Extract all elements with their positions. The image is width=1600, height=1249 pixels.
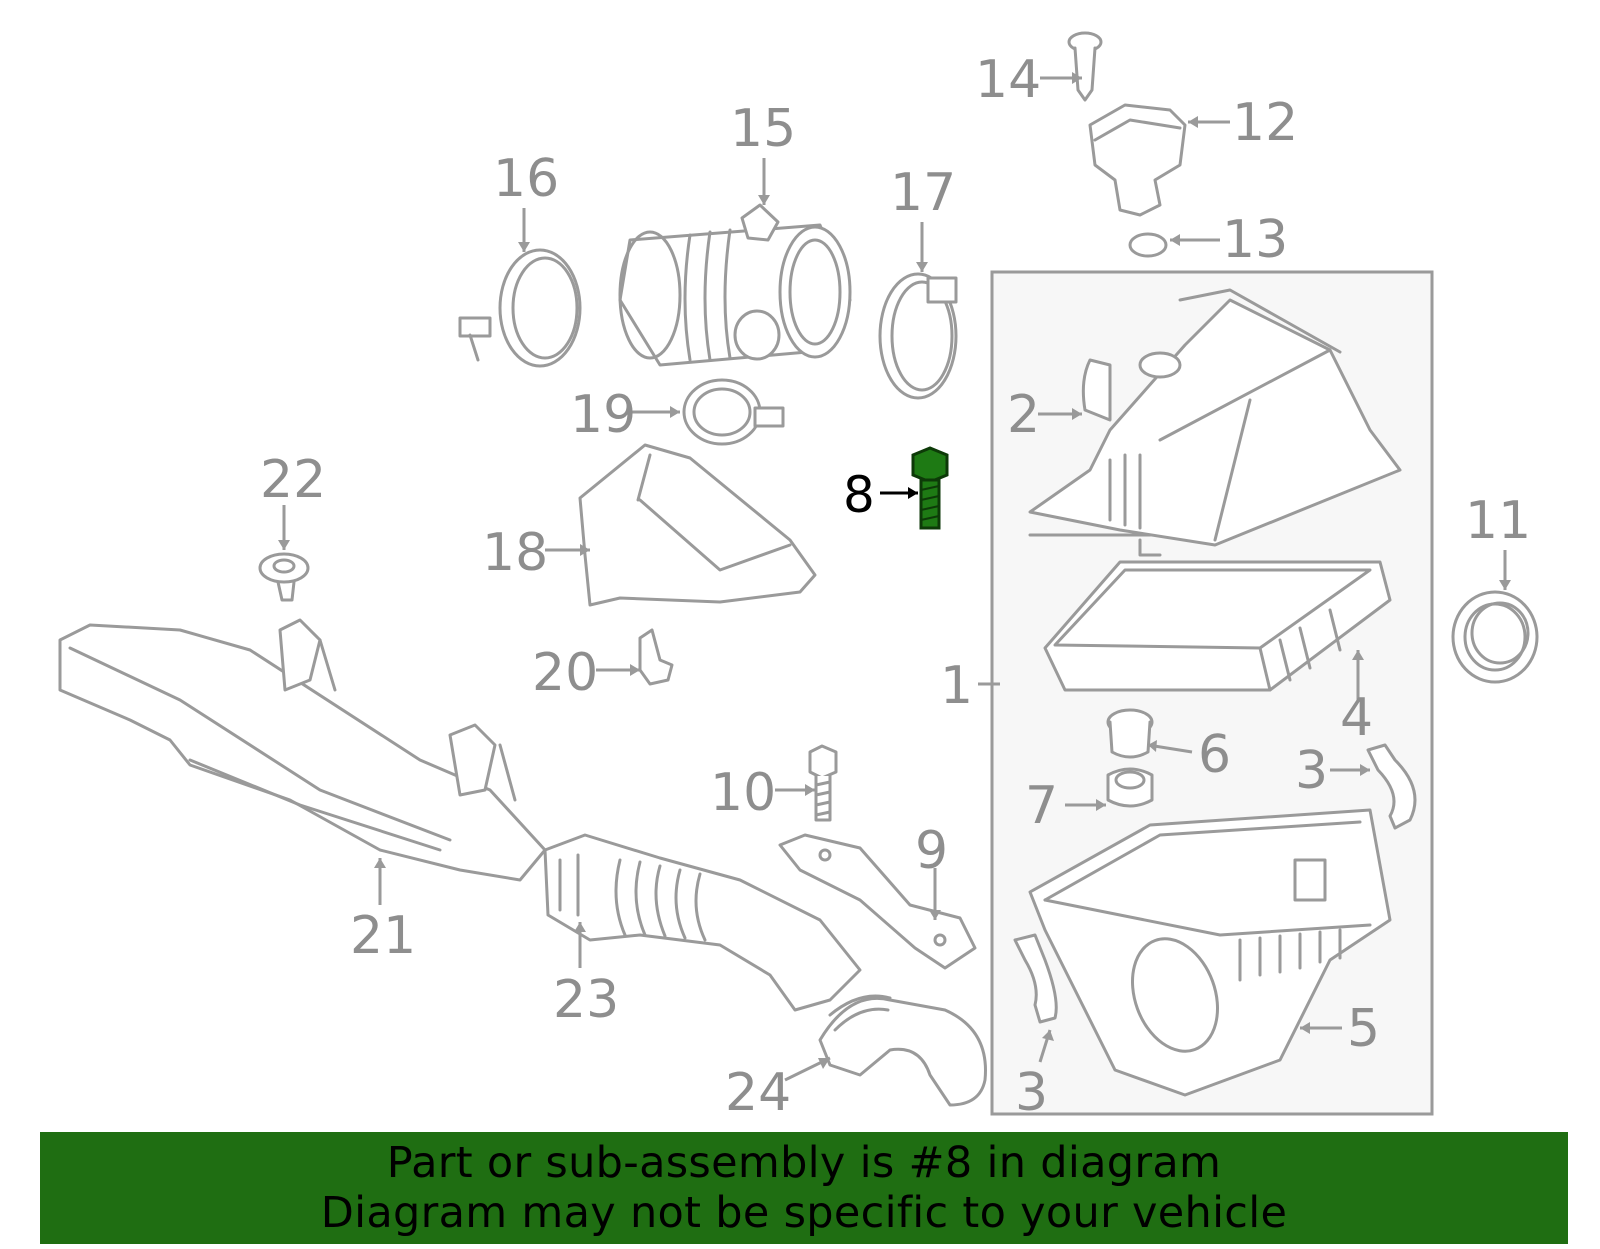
- callout-23: 23: [553, 970, 619, 1030]
- part-2-upper-housing[interactable]: [1028, 288, 1402, 557]
- part-17-hose-clamp[interactable]: [878, 272, 958, 400]
- callout-17: 17: [890, 163, 956, 223]
- callout-8: 8: [843, 466, 875, 524]
- part-3-clamp-lower[interactable]: [1013, 933, 1058, 1024]
- part-11-seal-ring[interactable]: [1451, 590, 1539, 684]
- part-24-intake-elbow[interactable]: [818, 994, 987, 1107]
- callout-21: 21: [350, 906, 416, 966]
- part-16-hose-clamp[interactable]: [458, 248, 582, 368]
- callout-22: 22: [260, 450, 326, 510]
- callout-24: 24: [725, 1063, 791, 1123]
- part-9-bracket[interactable]: [778, 833, 977, 970]
- part-14-screw[interactable]: [1067, 31, 1103, 102]
- part-8-bolt-highlighted[interactable]: [911, 446, 949, 530]
- callout-16: 16: [493, 149, 559, 209]
- part-23-intake-hose[interactable]: [543, 833, 862, 1012]
- callout-7: 7: [1025, 776, 1058, 836]
- callout-labels: 1 2 3 3 4 5 6 7 8 9 10 11 12 13 14 15 16…: [260, 50, 1531, 1123]
- callout-1: 1: [940, 656, 973, 716]
- callout-2: 2: [1007, 385, 1040, 445]
- parts-diagram: 1 2 3 3 4 5 6 7 8 9 10 11 12 13 14 15 16…: [58, 31, 1539, 1123]
- callout-12: 12: [1232, 93, 1298, 153]
- callout-3-upper: 3: [1295, 741, 1328, 801]
- banner-line-2: Diagram may not be specific to your vehi…: [320, 1188, 1288, 1238]
- callout-20: 20: [532, 643, 598, 703]
- callout-3-lower: 3: [1015, 1063, 1048, 1123]
- part-13-o-ring[interactable]: [1128, 232, 1168, 258]
- callout-18: 18: [482, 523, 548, 583]
- callout-11: 11: [1465, 491, 1531, 551]
- part-20-push-pin[interactable]: [638, 628, 674, 686]
- part-5-lower-housing[interactable]: [1028, 808, 1392, 1097]
- part-21-intake-duct[interactable]: [58, 618, 547, 882]
- callout-19: 19: [570, 385, 636, 445]
- callout-6: 6: [1198, 725, 1231, 785]
- info-banner: Part or sub-assembly is #8 in diagram Di…: [40, 1132, 1568, 1244]
- part-18-resonator[interactable]: [578, 443, 817, 607]
- part-6-grommet[interactable]: [1106, 708, 1154, 759]
- callout-arrows: [278, 72, 1511, 1082]
- callout-9: 9: [915, 821, 948, 881]
- part-7-cushion[interactable]: [1106, 767, 1154, 808]
- callout-4: 4: [1340, 688, 1373, 748]
- part-3-clamp-upper[interactable]: [1366, 743, 1417, 830]
- callout-14: 14: [975, 50, 1041, 110]
- part-19-hose-clamp[interactable]: [682, 378, 785, 446]
- part-22-clip[interactable]: [258, 552, 310, 602]
- callout-13: 13: [1222, 210, 1288, 270]
- part-4-filter-element[interactable]: [1043, 560, 1392, 692]
- banner-line-1: Part or sub-assembly is #8 in diagram: [386, 1138, 1222, 1188]
- part-12-maf-sensor[interactable]: [1088, 103, 1187, 217]
- callout-10: 10: [710, 763, 776, 823]
- part-15-intake-adapter[interactable]: [618, 203, 852, 367]
- part-10-bolt[interactable]: [808, 744, 838, 822]
- callout-5: 5: [1347, 999, 1380, 1059]
- callout-15: 15: [730, 99, 796, 159]
